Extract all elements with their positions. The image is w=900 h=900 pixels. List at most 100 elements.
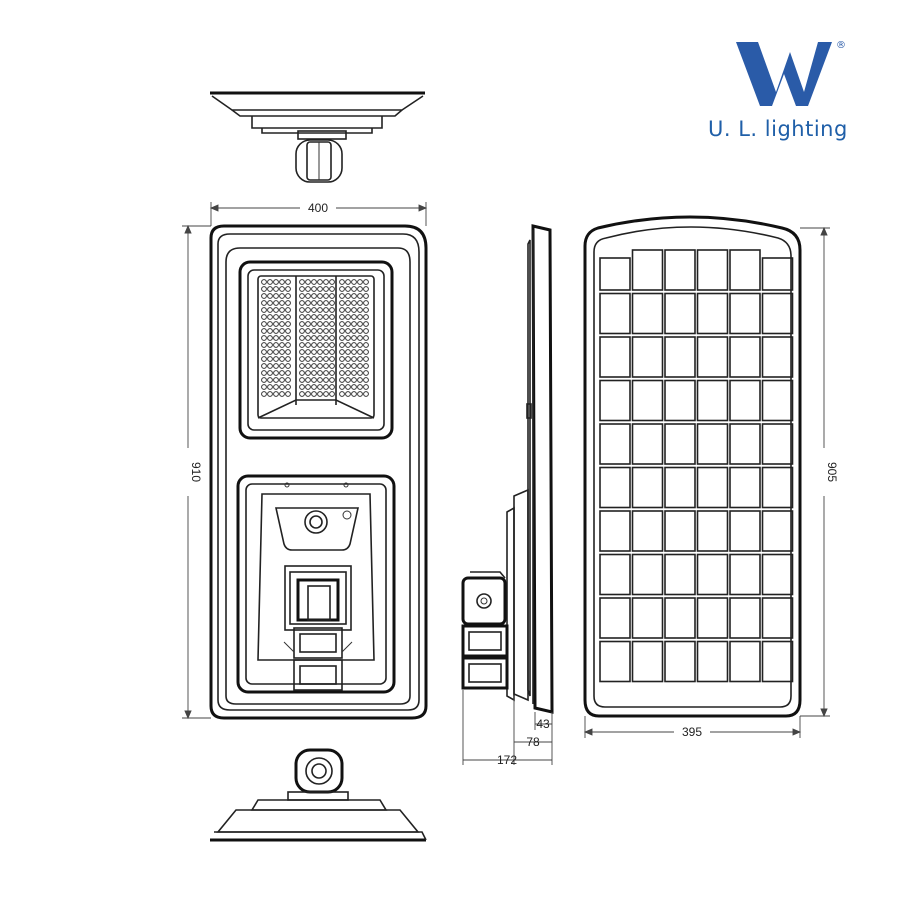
solar-cell [761,379,794,422]
led-dot [267,328,273,334]
solar-cell-grid [599,249,794,683]
led-dot [363,335,369,341]
led-dot [305,335,311,341]
led-dot [305,363,311,369]
led-dot [357,384,363,390]
led-dot [305,349,311,355]
led-dot [273,356,279,362]
solar-cell [729,379,761,422]
led-dot [305,300,311,306]
led-dot [273,328,279,334]
led-dot [345,286,351,292]
solar-cell [729,249,761,291]
led-dot [329,321,335,327]
led-dot [299,356,305,362]
led-dot [363,349,369,355]
led-dot [261,370,267,376]
led-dot [299,279,305,285]
led-dot [299,349,305,355]
solar-cell [599,466,631,509]
led-dot [329,391,335,397]
registered-mark: ® [836,40,846,51]
led-dot [363,384,369,390]
led-dot [351,370,357,376]
led-dot [273,286,279,292]
dim-front-height: 910 [189,462,203,482]
led-dot [329,335,335,341]
led-dot [323,300,329,306]
led-dot [363,314,369,320]
solar-cell [599,553,631,596]
front-view [209,224,428,720]
led-dot [305,279,311,285]
led-dot [357,321,363,327]
led-dot [345,370,351,376]
led-dot [329,363,335,369]
led-dot [323,307,329,313]
solar-cell [729,292,761,335]
led-dot [317,314,323,320]
led-dot [279,279,285,285]
led-dot [305,321,311,327]
led-dot [299,391,305,397]
led-dot [311,335,317,341]
led-dot [305,293,311,299]
led-dot [285,335,291,341]
led-dot [299,293,305,299]
led-dot [357,391,363,397]
solar-cell [631,292,664,335]
led-dot [345,335,351,341]
led-dot [317,356,323,362]
led-dot [363,293,369,299]
solar-cell [761,292,794,335]
led-dot [329,286,335,292]
led-dot [345,349,351,355]
led-dot [323,370,329,376]
solar-cell [664,249,696,291]
solar-cell [599,597,631,639]
led-dot [267,384,273,390]
led-dot [329,384,335,390]
led-dot [285,293,291,299]
led-dot [261,321,267,327]
solar-cell [631,423,664,465]
led-dot [305,307,311,313]
led-dot [351,279,357,285]
solar-cell [664,640,696,683]
led-dot [305,286,311,292]
led-dot [311,314,317,320]
solar-cell [599,640,631,683]
led-dot [357,363,363,369]
led-dot [339,321,345,327]
led-dot [339,328,345,334]
led-dot [317,370,323,376]
led-dot [279,286,285,292]
dim-side-depth-1: 43 [536,717,550,731]
led-dot [261,391,267,397]
led-dot [311,377,317,383]
solar-cell [696,553,729,596]
led-dot [357,286,363,292]
solar-cell [729,466,761,509]
led-dot [339,293,345,299]
led-dot [345,328,351,334]
led-dot [317,384,323,390]
dim-panel-width: 395 [682,725,702,739]
solar-cell [599,379,631,422]
led-dot [351,349,357,355]
bottom-view [210,748,427,842]
led-dot [305,384,311,390]
led-dot [273,300,279,306]
led-dot [261,300,267,306]
solar-cell [664,292,696,335]
solar-cell [696,597,729,639]
solar-cell [631,336,664,378]
led-dot [323,328,329,334]
led-dot [317,307,323,313]
led-dot [351,335,357,341]
led-dot [357,314,363,320]
solar-cell [631,553,664,596]
solar-cell [696,292,729,335]
led-dot [273,370,279,376]
led-dot [339,314,345,320]
